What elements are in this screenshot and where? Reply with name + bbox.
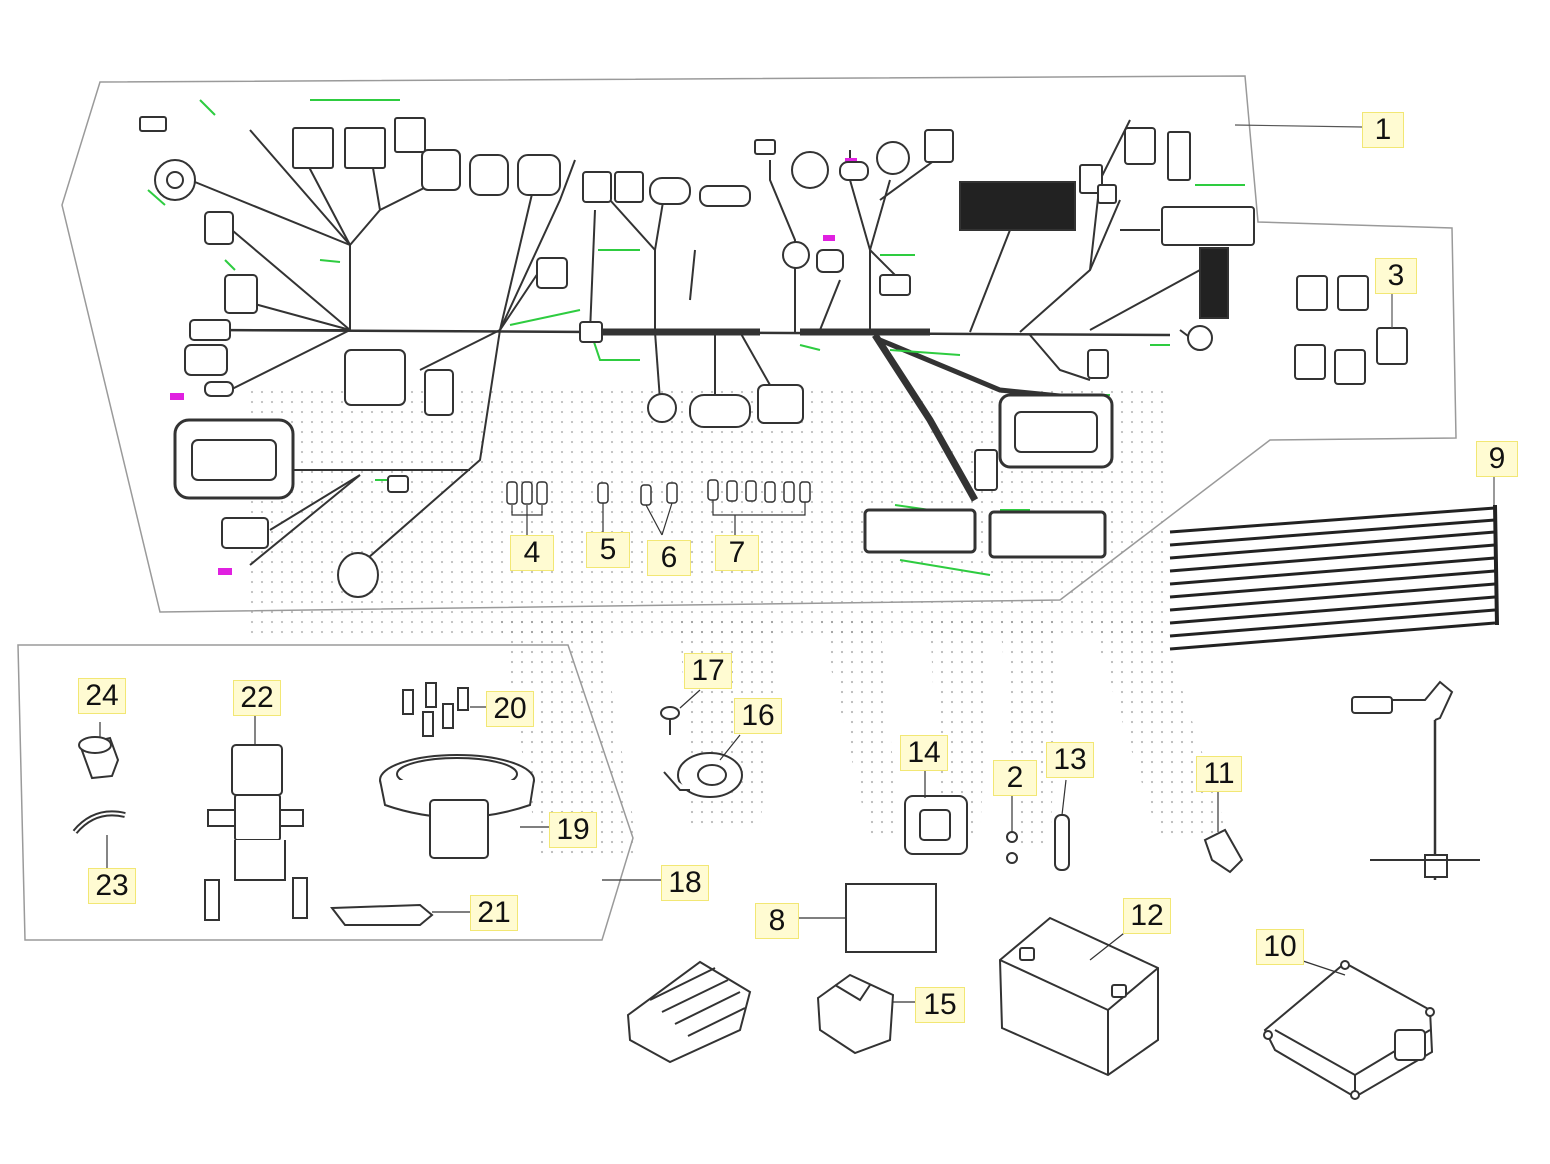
callout-9: 9 — [1476, 441, 1518, 477]
callout-19: 19 — [549, 812, 597, 848]
callout-24: 24 — [78, 678, 126, 714]
callout-1: 1 — [1362, 112, 1404, 148]
misc-leader-lines — [924, 770, 1219, 832]
fuel-pump-group-outline — [17, 644, 634, 941]
callout-5: 5 — [586, 532, 630, 568]
top-leader-lines — [1234, 124, 1495, 505]
ecu-leader-line — [1299, 959, 1346, 976]
relay-icon — [1294, 275, 1408, 385]
fuel-pump-icon — [72, 682, 535, 926]
harness-group-outline — [61, 75, 1457, 613]
callout-8: 8 — [755, 903, 799, 939]
callout-10: 10 — [1256, 929, 1304, 965]
callout-14: 14 — [900, 735, 948, 771]
regulator-icon — [626, 883, 937, 1064]
battery-icon — [998, 916, 1159, 1077]
callout-15: 15 — [915, 987, 965, 1023]
callout-17: 17 — [684, 653, 732, 689]
callout-20: 20 — [486, 691, 534, 727]
callout-21: 21 — [470, 895, 518, 931]
callout-6: 6 — [647, 540, 691, 576]
callout-2: 2 — [993, 760, 1037, 796]
ecu-icon — [1263, 960, 1435, 1100]
fuel-pump-leader-lines — [99, 706, 661, 913]
callout-22: 22 — [233, 680, 281, 716]
horn-leader-lines — [679, 689, 741, 761]
horn-icon — [660, 706, 743, 798]
battery-leader-line — [1089, 929, 1129, 961]
sensor-icon — [1351, 680, 1480, 880]
callout-3: 3 — [1375, 258, 1417, 294]
callout-4: 4 — [510, 535, 554, 571]
callout-7: 7 — [715, 535, 759, 571]
fuse-leader-lines — [511, 500, 806, 536]
wire-bundle-icon — [1169, 504, 1499, 651]
callout-18: 18 — [661, 865, 709, 901]
callout-23: 23 — [88, 868, 136, 904]
callout-12: 12 — [1123, 898, 1171, 934]
callout-13: 13 — [1046, 742, 1094, 778]
callout-11: 11 — [1196, 756, 1242, 792]
harness-connectors — [139, 116, 1255, 598]
callout-16: 16 — [734, 698, 782, 734]
ignition-coil-icon — [904, 795, 1244, 874]
